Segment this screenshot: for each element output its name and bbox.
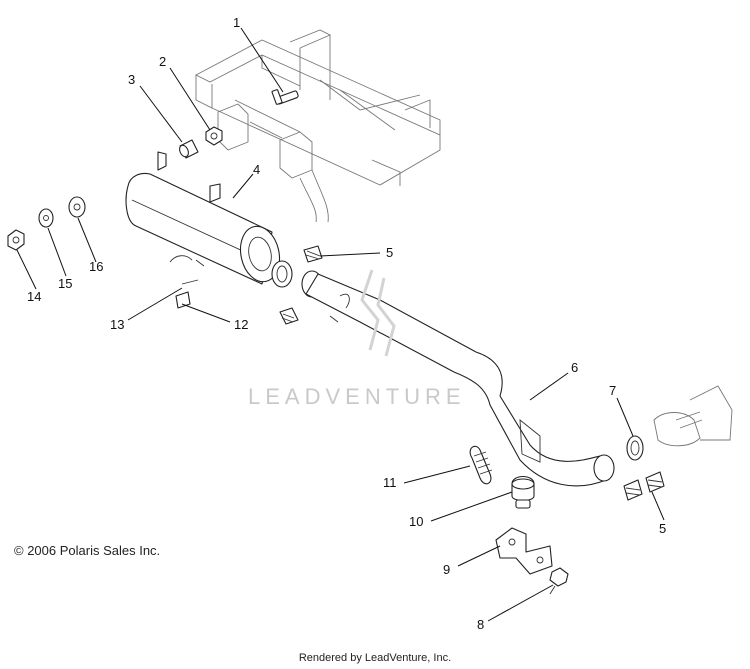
callout-11: 11 [383, 475, 397, 490]
outlet-gasket [271, 260, 293, 288]
callout-6: 6 [571, 360, 578, 375]
leadventure-watermark: LEADVENTURE [248, 269, 466, 409]
callout-13: 13 [110, 317, 124, 332]
callout-10: 10 [409, 514, 423, 529]
callout-3: 3 [128, 72, 135, 87]
part-14-nut [7, 229, 25, 251]
part-4-muffler [125, 151, 281, 285]
callout-5b: 5 [659, 521, 666, 536]
part-15-washer [38, 208, 54, 228]
callout-14: 14 [27, 289, 41, 304]
part-8-bolt [549, 567, 569, 595]
part-5-spring-lower [623, 471, 665, 501]
callout-9: 9 [443, 562, 450, 577]
callout-7: 7 [609, 383, 616, 398]
part-1-bolt [271, 89, 299, 105]
part-12-clip [175, 291, 191, 309]
part-5-spring-upper [279, 245, 323, 325]
callout-1: 1 [233, 15, 240, 30]
part-7-gasket [626, 435, 644, 461]
part-3-bushing [179, 139, 199, 159]
callout-12: 12 [234, 317, 248, 332]
footer-credit: Rendered by LeadVenture, Inc. [298, 652, 452, 664]
copyright-notice: © 2006 Polaris Sales Inc. [14, 543, 161, 558]
part-10-plug [511, 475, 535, 509]
part-6-head-pipe [301, 270, 615, 487]
part-9-bracket [495, 527, 553, 575]
vehicle-frame [195, 29, 441, 223]
part-2-nut [205, 126, 223, 146]
watermark-text: LEADVENTURE [248, 384, 466, 409]
callout-5a: 5 [386, 245, 393, 260]
callout-labels: 1 2 3 4 5 5 6 7 8 9 10 11 12 13 14 15 16 [27, 15, 666, 632]
callout-15: 15 [58, 276, 72, 291]
engine-exhaust-port [653, 385, 733, 447]
part-16-washer [68, 196, 86, 218]
leader-lines [16, 27, 665, 622]
callout-2: 2 [159, 54, 166, 69]
part-11-spring [469, 445, 493, 485]
callout-4: 4 [253, 162, 260, 177]
callout-8: 8 [477, 617, 484, 632]
part-13-pin [181, 279, 199, 285]
callout-16: 16 [89, 259, 103, 274]
